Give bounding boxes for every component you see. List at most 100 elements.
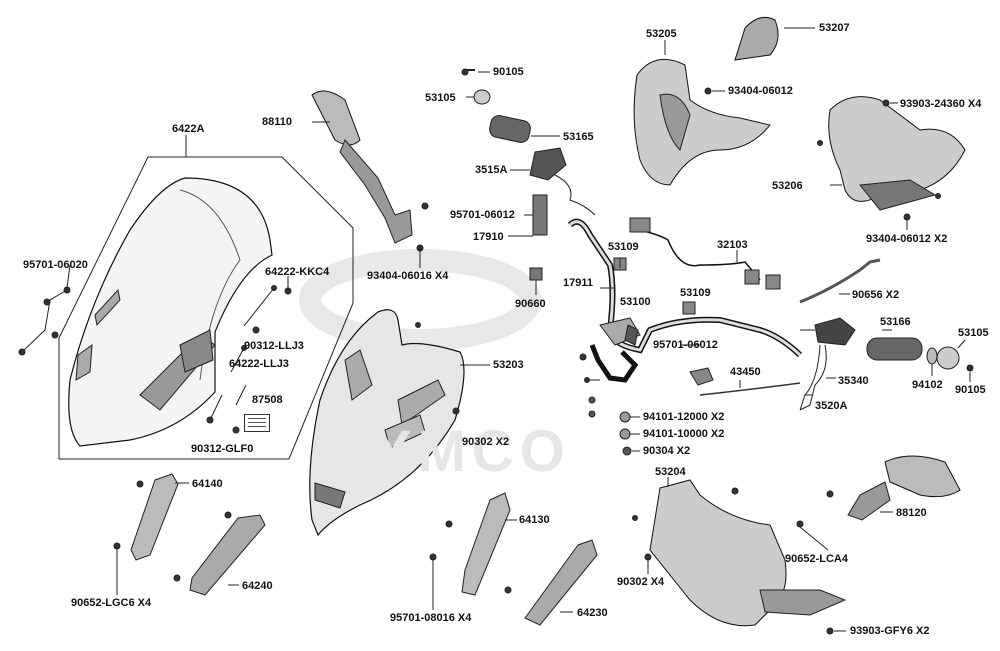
washer-94102: [926, 347, 938, 365]
windscreen-bracket-2: [179, 329, 214, 373]
clip-53100: [624, 324, 639, 346]
part-label-90105-b: 90105: [955, 384, 986, 396]
part-label-64130: 64130: [519, 514, 550, 526]
part-label-93903-24360: 93903-24360 X4: [900, 98, 982, 110]
part-label-64240: 64240: [242, 580, 273, 592]
inner-cover-53206: [828, 96, 966, 202]
weight-53105-right: [936, 346, 960, 370]
lower-cover-53204-detail: [759, 589, 847, 616]
front-cover-tip: [314, 482, 346, 509]
throttle-housing-35340: [814, 317, 856, 346]
inner-cover-53206-detail: [859, 179, 937, 211]
watermark-text: KYMCO: [325, 419, 571, 484]
switch-wire-3515A: [554, 174, 596, 216]
part-label-93903-GFY6: 93903-GFY6 X2: [850, 625, 930, 637]
part-label-53205: 53205: [646, 28, 677, 40]
part-label-64140: 64140: [192, 478, 223, 490]
part-label-64222-LLJ3: 64222-LLJ3: [229, 358, 289, 370]
part-label-32103: 32103: [717, 239, 748, 251]
cable-tie-90656: [799, 258, 881, 304]
tab-53109b: [682, 301, 696, 315]
mirror-stem-88110: [339, 139, 413, 244]
cover-53207: [734, 16, 779, 61]
part-label-95701-08016: 95701-08016 X4: [390, 612, 472, 624]
part-label-90660: 90660: [515, 298, 546, 310]
part-label-93404-06016: 93404-06016 X4: [367, 270, 449, 282]
part-label-93404-06012-x2: 93404-06012 X2: [866, 233, 948, 245]
grip-53165: [489, 115, 531, 143]
mirror-stem-88120: [847, 481, 891, 521]
handlebar-stem: [589, 344, 639, 383]
part-label-35340: 35340: [838, 375, 869, 387]
part-label-90302-x2: 90302 X2: [462, 436, 510, 448]
bracket-64140: [130, 473, 179, 561]
part-label-87508: 87508: [252, 394, 283, 406]
part-label-53203: 53203: [493, 359, 524, 371]
bracket-64230: [524, 539, 598, 626]
bracket-64130: [461, 492, 511, 596]
part-label-53206: 53206: [772, 180, 803, 192]
part-label-94101-12000: 94101-12000 X2: [643, 411, 725, 423]
front-cover-inner: [344, 349, 373, 401]
part-label-53204: 53204: [655, 466, 686, 478]
windscreen-slot-1: [94, 288, 121, 327]
upper-cover-inner: [659, 93, 691, 151]
handlebar-inner: [568, 220, 802, 357]
screw-chain-95701-06020: [21, 289, 68, 353]
part-label-17910: 17910: [473, 231, 504, 243]
bracket-64240: [189, 514, 266, 596]
weight-53105-top: [473, 89, 491, 105]
part-label-3520A: 3520A: [815, 400, 848, 412]
switch-3515A: [529, 147, 567, 181]
cable-clip-43450: [689, 367, 714, 386]
part-label-43450: 43450: [730, 366, 761, 378]
part-label-53109: 53109: [608, 241, 639, 253]
windscreen-64221: [68, 177, 273, 447]
nut-90660: [529, 267, 543, 281]
part-label-95701-06012-b: 95701-06012: [653, 339, 718, 351]
part-label-3515A: 3515A: [475, 164, 508, 176]
part-label-90312-LLJ3: 90312-LLJ3: [244, 340, 304, 352]
harness-connector-b: [744, 269, 760, 285]
part-label-53166: 53166: [880, 316, 911, 328]
part-label-64230: 64230: [577, 607, 608, 619]
part-label-53207: 53207: [819, 22, 850, 34]
part-label-88110: 88110: [262, 116, 292, 128]
part-label-90656: 90656 X2: [852, 289, 900, 301]
throttle-cable-35340: [799, 344, 827, 411]
part-label-90304: 90304 X2: [643, 445, 691, 457]
part-label-90312-GLF0: 90312-GLF0: [191, 443, 254, 455]
grip-53166: [866, 337, 923, 361]
cable-43450: [699, 382, 801, 396]
part-label-90302-x4: 90302 X4: [617, 576, 665, 588]
part-label-95701-06020: 95701-06020: [23, 259, 88, 271]
windscreen-group-outline: [58, 156, 354, 460]
part-label-53165: 53165: [563, 131, 594, 143]
part-label-88120: 88120: [896, 507, 927, 519]
part-label-90652-LCA4: 90652-LCA4: [785, 553, 848, 565]
part-label-64222-KKC4: 64222-KKC4: [265, 266, 330, 278]
label-sheet-87508: [244, 414, 270, 432]
harness-connector-a: [629, 217, 651, 233]
part-label-93404-06012: 93404-06012: [728, 85, 793, 97]
part-label-90652-LGC6: 90652-LGC6 X4: [71, 597, 152, 609]
front-cover-inner-2: [397, 379, 446, 426]
upper-cover-53205: [633, 58, 771, 186]
part-label-53109-b: 53109: [680, 287, 711, 299]
part-label-6422A: 6422A: [172, 123, 205, 135]
mirror-88110: [311, 90, 361, 146]
part-label-95701-06012: 95701-06012: [450, 209, 515, 221]
front-cover-inner-3: [384, 414, 426, 449]
mirror-88120: [884, 455, 961, 498]
part-label-53105-b: 53105: [958, 327, 989, 339]
harness-32103: [639, 229, 761, 281]
part-label-94102: 94102: [912, 379, 943, 391]
windscreen-slot-2: [75, 343, 93, 381]
part-label-90105: 90105: [493, 66, 524, 78]
harness-connector-c: [765, 274, 781, 290]
part-label-53105: 53105: [425, 92, 456, 104]
part-label-94101-10000: 94101-10000 X2: [643, 428, 725, 440]
clamp-17910: [532, 194, 548, 236]
part-label-17911: 17911: [563, 277, 593, 289]
